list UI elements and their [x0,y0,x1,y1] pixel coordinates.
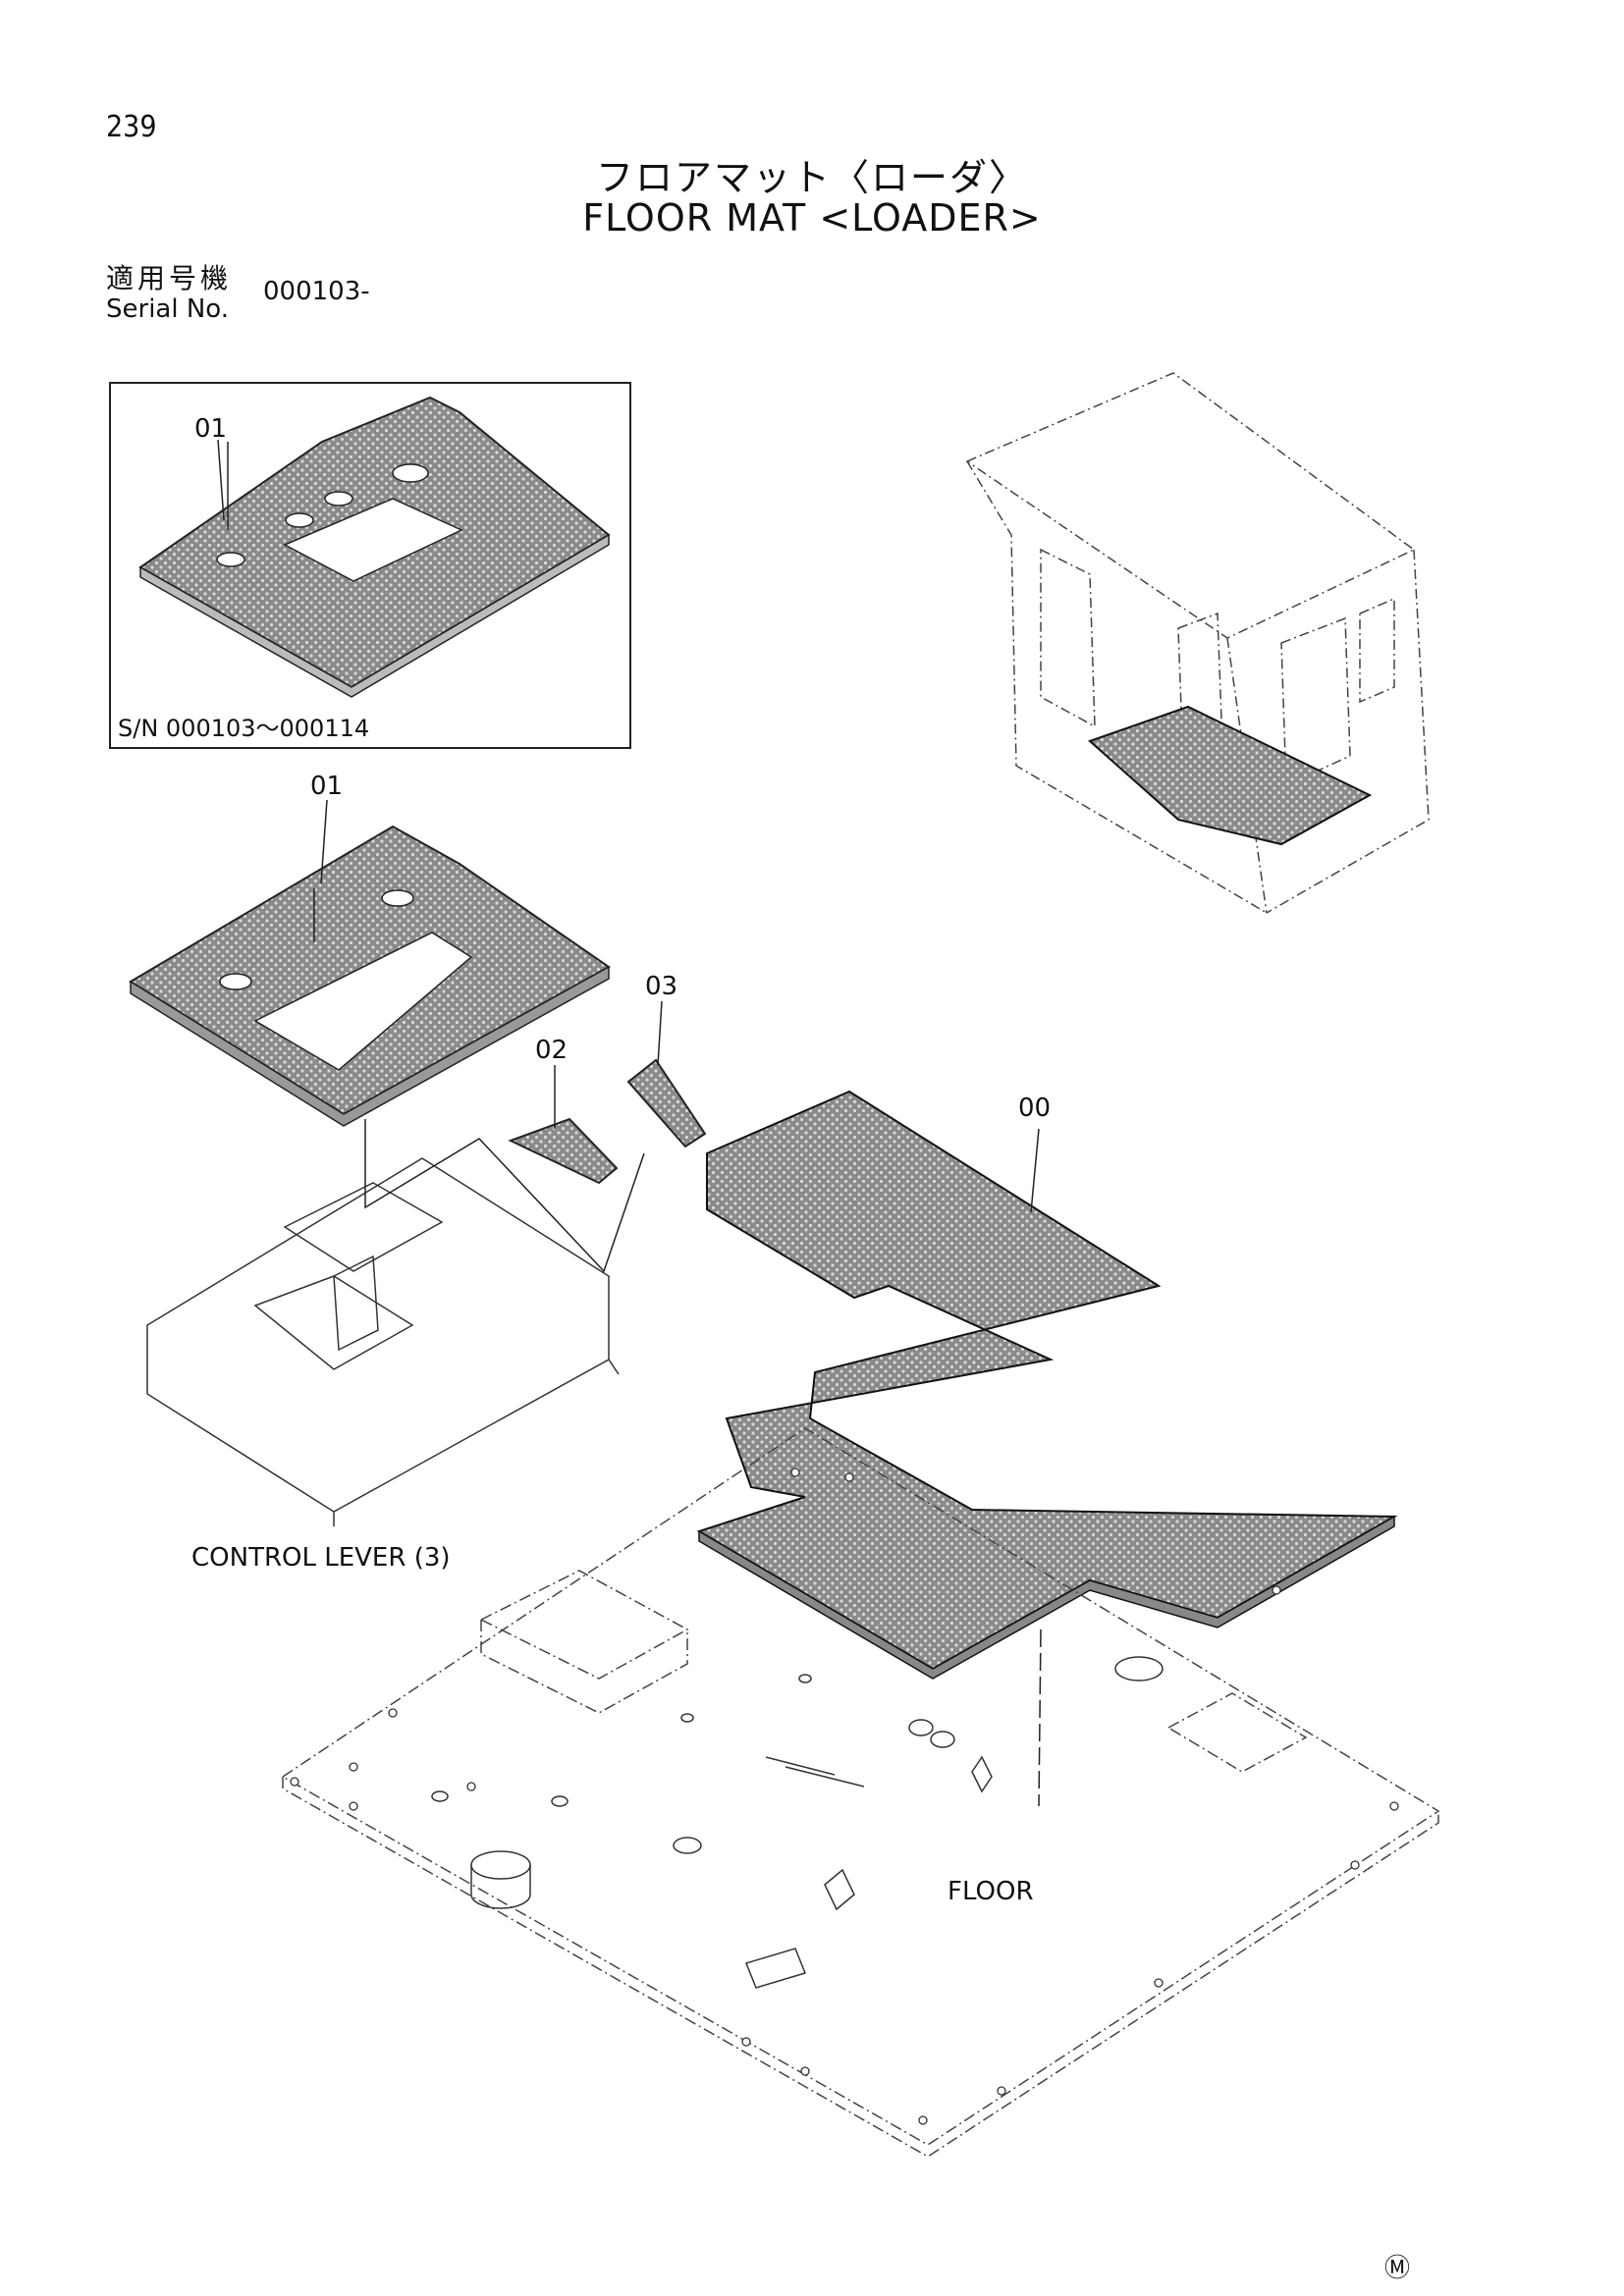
leader-cover-03 [657,1000,663,1066]
inset-frame [109,382,631,749]
callout-cover-02: 02 [535,1036,568,1065]
cover-02 [508,1117,619,1185]
floor-mat-00 [696,1090,1398,1680]
cab-floor-mat [1088,705,1373,846]
footer-mark: Ⓜ [1384,2254,1411,2283]
serial-label-japanese: 適用号機 [106,262,233,294]
leader-mat-01 [320,799,328,884]
title-japanese: フロアマット〈ローダ〉 [595,156,1028,199]
callout-cover-03: 03 [645,972,678,1001]
cover-03 [626,1058,707,1148]
floor-plate-features [431,1656,1164,1989]
label-control-lever: CONTROL LEVER (3) [191,1543,451,1573]
callout-floor-mat-00: 00 [1018,1094,1052,1123]
title-english: FLOOR MAT <LOADER> [582,196,1042,240]
leader-floor-centerline [1038,1629,1042,1807]
inset-serial-range: S/N 000103～000114 [118,715,370,742]
leader-inset-01 [217,439,225,521]
control-lever-console [146,1157,620,1526]
floor-plate-holes [290,1468,1399,2125]
leader-floor-mat-00 [1030,1128,1040,1213]
floor-plate [281,1427,1440,2158]
page-number: 239 [106,110,157,144]
label-floor: FLOOR [947,1877,1034,1906]
leader-control-lever [364,1119,645,1273]
callout-mat-01: 01 [310,772,344,801]
callout-inset-01: 01 [194,414,228,444]
inset-mat-01 [138,396,611,698]
serial-value: 000103- [263,277,370,306]
serial-label-english: Serial No. [106,294,229,324]
cab-outline [965,372,1430,914]
mat-01 [129,825,611,1127]
